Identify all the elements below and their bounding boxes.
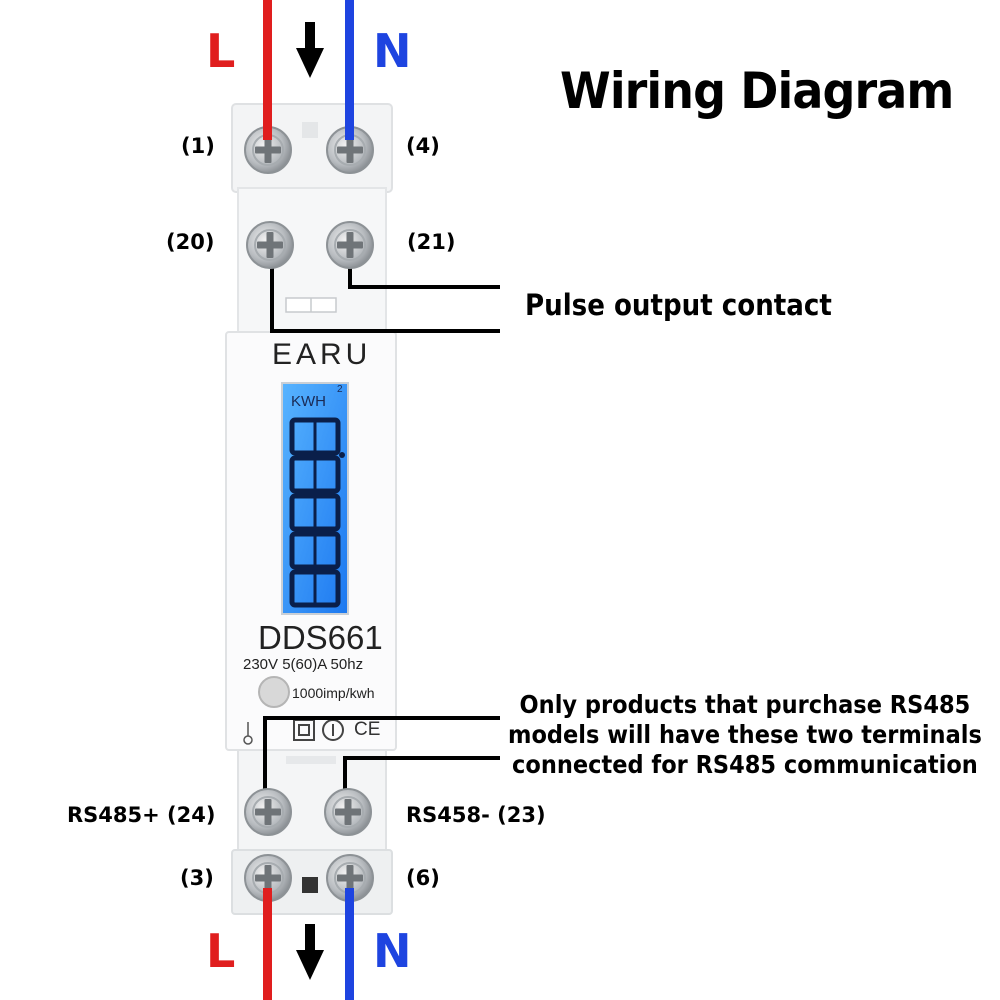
- lcd-superscript: 2: [337, 384, 343, 395]
- rs485-note-line-2: models will have these two terminals: [508, 720, 982, 749]
- terminal-label-3: (3): [180, 866, 214, 890]
- rs485-note-line-3: connected for RS485 communication: [512, 750, 978, 779]
- meter-model: DDS661: [258, 619, 383, 656]
- terminal-label-20: (20): [166, 230, 215, 254]
- pulse-led-icon: [258, 676, 290, 708]
- screw-terminal-icon: [326, 221, 374, 269]
- down-arrow-icon: [296, 22, 324, 78]
- lcd-decimal-point: [339, 452, 345, 458]
- ground-icon: [243, 722, 253, 745]
- meter-brand: EARU: [272, 338, 372, 371]
- terminal-label-1: (1): [181, 134, 215, 158]
- rs485-note: Only products that purchase RS485 models…: [508, 690, 982, 780]
- terminal-label-23: RS458- (23): [406, 803, 546, 827]
- terminal-label-21: (21): [407, 230, 456, 254]
- terminal-label-24: RS485+ (24): [67, 803, 216, 827]
- lcd-unit-label: KWH: [291, 393, 326, 410]
- screw-terminal-icon: [324, 788, 372, 836]
- pulse-output-label: Pulse output contact: [525, 288, 832, 322]
- ce-mark-icon: CE: [354, 719, 381, 740]
- live-label-top: L: [206, 24, 236, 78]
- terminal-label-4: (4): [406, 134, 440, 158]
- meter-impulse-constant: 1000imp/kwh: [292, 685, 375, 701]
- screw-terminal-icon: [244, 788, 292, 836]
- page-title: Wiring Diagram: [560, 62, 954, 120]
- neutral-label-bottom: N: [373, 924, 412, 978]
- meter-rating: 230V 5(60)A 50hz: [243, 656, 364, 673]
- down-arrow-icon: [296, 924, 324, 980]
- screw-terminal-icon: [246, 221, 294, 269]
- live-label-bottom: L: [206, 924, 236, 978]
- rs485-note-line-1: Only products that purchase RS485: [519, 690, 971, 719]
- terminal-label-6: (6): [406, 866, 440, 890]
- neutral-label-top: N: [373, 24, 412, 78]
